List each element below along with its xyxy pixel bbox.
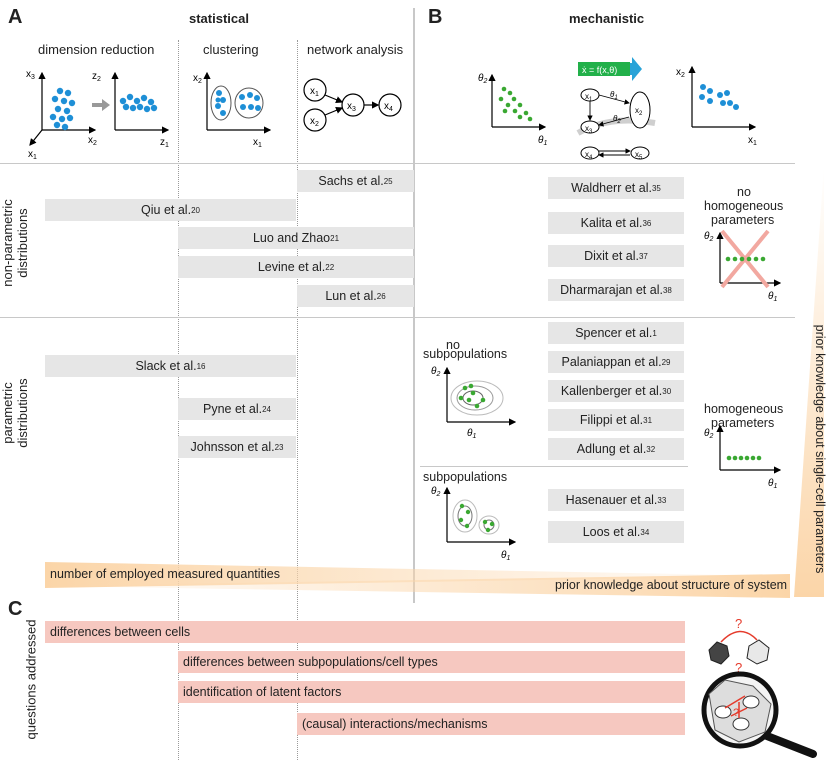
node-x4: x4	[384, 101, 393, 113]
axis-x2-clust: x2	[193, 73, 202, 85]
questions-addressed-label: questions addressed	[23, 619, 39, 740]
no-homogeneous-label-3: parameters	[711, 213, 775, 227]
ref-qiu: Qiu et al.20	[45, 199, 296, 221]
ref-levine: Levine et al.22	[178, 256, 414, 278]
network-illustration: x1 x2 x3 x4	[303, 78, 402, 132]
svg-text:x2: x2	[635, 106, 643, 117]
ref-dixit: Dixit et al.37	[548, 245, 684, 267]
ref-loos: Loos et al.34	[548, 521, 684, 543]
clustering-illustration: x2 x1	[193, 71, 272, 149]
svg-text:θ2: θ2	[431, 366, 440, 378]
dimension-reduction-illustration: x3 x2 x1 z2 z1	[26, 69, 170, 160]
svg-text:θ2: θ2	[478, 73, 487, 85]
svg-text:θ1: θ1	[768, 291, 777, 303]
axis-x2: x2	[88, 135, 97, 147]
svg-text:θ2: θ2	[704, 231, 713, 243]
row-divider-sub	[420, 466, 688, 467]
no-homogeneous-label-2: homogeneous	[704, 199, 784, 213]
subpop-plot: θ2 θ1	[431, 486, 517, 560]
question-differences-subpopulations: differences between subpopulations/cell …	[178, 651, 685, 673]
clustering-label: clustering	[203, 42, 259, 57]
svg-text:θ2: θ2	[613, 114, 621, 125]
measured-quantities-gradient	[45, 560, 790, 600]
svg-text:θ1: θ1	[768, 478, 777, 490]
node-x1: x1	[310, 86, 319, 98]
no-homogeneous-label-1: no	[737, 185, 751, 199]
svg-text:x5: x5	[635, 150, 643, 160]
panel-divider	[413, 8, 415, 603]
dimension-reduction-label: dimension reduction	[38, 42, 155, 57]
equation: ẋ = f(x,θ)	[582, 65, 617, 75]
svg-text:x2: x2	[676, 67, 685, 79]
svg-text:θ2: θ2	[704, 428, 713, 440]
question-latent-factors: identification of latent factors	[178, 681, 685, 703]
homogeneous-label-2: parameters	[711, 416, 775, 430]
no-homogeneous-plot: θ2 θ1	[704, 229, 782, 303]
svg-text:θ1: θ1	[538, 135, 547, 147]
panel-letter-b: B	[428, 6, 443, 28]
statistical-title: statistical	[189, 11, 249, 26]
ref-kalita: Kalita et al.36	[548, 212, 684, 234]
magnifier-cells-illustration: ? ? ?	[701, 616, 817, 758]
ref-slack: Slack et al.16	[45, 355, 296, 377]
homogeneous-label-1: homogeneous	[704, 402, 784, 416]
ref-lun: Lun et al.26	[297, 285, 414, 307]
ref-kallenberger: Kallenberger et al.30	[548, 380, 684, 402]
no-subpop-plot: θ2 θ1	[431, 366, 517, 440]
ref-adlung: Adlung et al.32	[548, 438, 684, 460]
subpop-label: subpopulations	[423, 470, 508, 484]
node-x2: x2	[310, 116, 319, 128]
ref-sachs: Sachs et al.25	[297, 170, 414, 192]
svg-text:x1: x1	[585, 92, 593, 103]
network-analysis-label: network analysis	[307, 42, 404, 57]
ref-dharmarajan: Dharmarajan et al.38	[548, 279, 684, 301]
svg-text:?: ?	[735, 616, 742, 631]
svg-text:θ1: θ1	[501, 550, 510, 560]
svg-text:θ1: θ1	[467, 428, 476, 440]
svg-text:x3: x3	[585, 124, 593, 135]
svg-text:?: ?	[733, 707, 739, 719]
svg-text:x4: x4	[585, 150, 593, 160]
svg-text:x1: x1	[748, 135, 757, 147]
row-divider-2	[0, 317, 795, 318]
axis-z2: z2	[92, 71, 101, 83]
no-subpop-label-2: subpopulations	[423, 347, 508, 361]
panel-letter-c: C	[8, 598, 23, 620]
ref-johnsson: Johnsson et al.23	[178, 436, 296, 458]
svg-text:θ1: θ1	[610, 90, 618, 101]
parameter-knowledge-gradient	[794, 165, 824, 597]
axis-x1-clust: x1	[253, 137, 262, 149]
svg-text:θ2: θ2	[431, 486, 440, 498]
parameter-knowledge-label: prior knowledge about single-cell parame…	[813, 324, 827, 574]
ref-hasenauer: Hasenauer et al.33	[548, 489, 684, 511]
axis-z1: z1	[160, 137, 169, 149]
question-differences-cells: differences between cells	[45, 621, 685, 643]
node-x3: x3	[347, 101, 356, 113]
question-causal-interactions: (causal) interactions/mechanisms	[297, 713, 685, 735]
svg-text:?: ?	[735, 660, 742, 675]
no-subpop-label-1: no	[446, 338, 460, 352]
axis-x3: x3	[26, 69, 35, 81]
homogeneous-plot: θ2 θ1	[704, 424, 782, 490]
panel-letter-a: A	[8, 6, 23, 28]
column-divider-2	[297, 40, 298, 760]
mechanistic-illustration: θ2 θ1 ẋ = f(x,θ) x1 x3 x2 x4 x5 θ1 θ2 x2…	[478, 57, 757, 160]
ref-waldherr: Waldherr et al.35	[548, 177, 684, 199]
row-divider-1	[0, 163, 795, 164]
ref-filippi: Filippi et al.31	[548, 409, 684, 431]
measured-quantities-label: number of employed measured quantities	[50, 567, 280, 581]
ref-palaniappan: Palaniappan et al.29	[548, 351, 684, 373]
ref-pyne: Pyne et al.24	[178, 398, 296, 420]
ref-spencer: Spencer et al.1	[548, 322, 684, 344]
axis-x1: x1	[28, 149, 37, 160]
mechanistic-title: mechanistic	[569, 11, 645, 26]
structure-knowledge-label: prior knowledge about structure of syste…	[555, 578, 788, 592]
